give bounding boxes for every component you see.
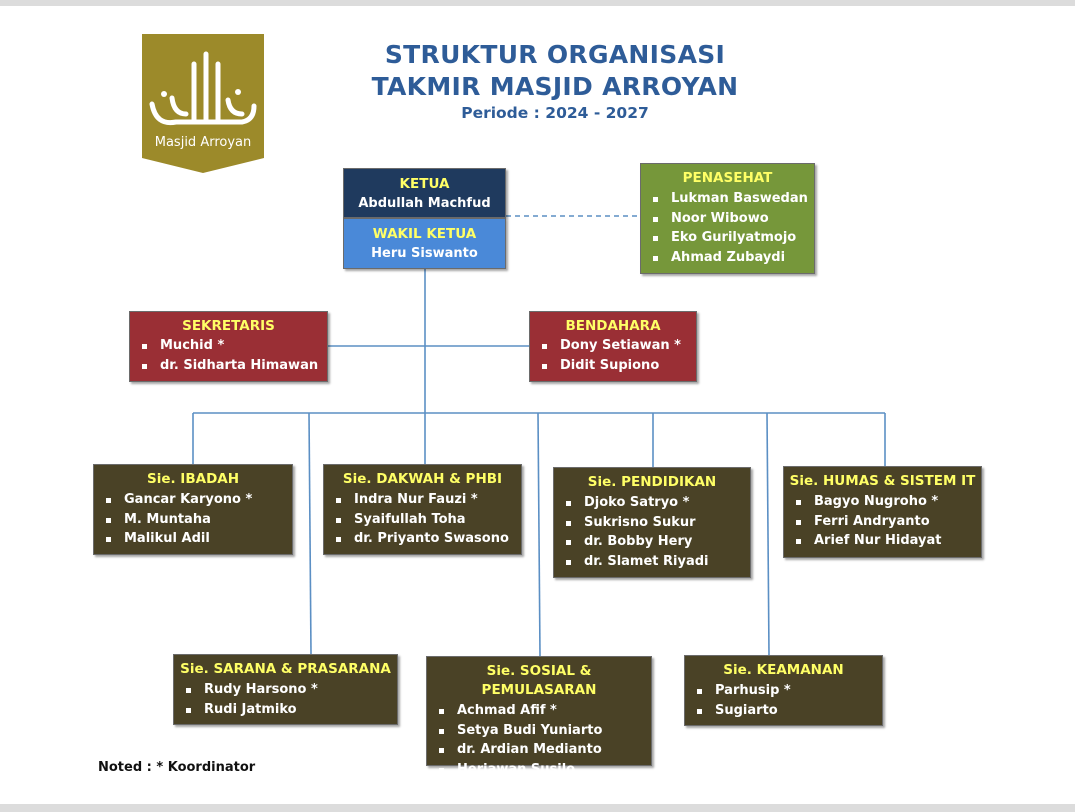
member-item: Didit Supiono: [530, 356, 696, 376]
page-edge-top: [0, 0, 1075, 6]
sie-ibadah-title: Sie. IBADAH: [146, 471, 240, 487]
sie-pendidikan-title: Sie. PENDIDIKAN: [587, 474, 717, 490]
member-item: Rudi Jatmiko: [174, 700, 397, 720]
period-label: Periode : 2024 - 2027: [461, 104, 649, 122]
title-line-1: STRUKTUR ORGANISASI: [384, 40, 726, 69]
member-item: Eko Gurilyatmojo: [641, 228, 814, 248]
sekretaris-title: SEKRETARIS: [182, 318, 275, 334]
member-item: dr. Bobby Hery: [554, 532, 750, 552]
sie-pendidikan-box: Sie. PENDIDIKAN Djoko Satryo * Sukrisno …: [553, 467, 751, 578]
sie-sarana-title: Sie. SARANA & PRASARANA: [180, 661, 391, 677]
member-item: Djoko Satryo *: [554, 493, 750, 513]
sie-humas-box: Sie. HUMAS & SISTEM IT Bagyo Nugroho * F…: [783, 466, 982, 558]
member-item: Setya Budi Yuniarto: [427, 721, 651, 741]
ketua-title: KETUA: [399, 176, 450, 192]
title-line-2: TAKMIR MASJID ARROYAN: [371, 72, 739, 101]
wakil-ketua-name: Heru Siswanto: [371, 246, 478, 261]
connector-keamanan: [766, 412, 770, 656]
member-item: dr. Ardian Medianto: [427, 740, 651, 760]
penasehat-title: PENASEHAT: [682, 170, 773, 186]
member-item: Lukman Baswedan: [641, 189, 814, 209]
ketua-box: KETUA Abdullah Machfud: [343, 168, 506, 218]
connector-sosial: [537, 412, 541, 657]
member-item: dr. Sidharta Himawan: [130, 356, 327, 376]
member-item: Sukrisno Sukur: [554, 513, 750, 533]
member-item: Indra Nur Fauzi *: [324, 490, 521, 510]
sie-keamanan-box: Sie. KEAMANAN Parhusip * Sugiarto: [684, 655, 883, 726]
member-item: Sugiarto: [685, 701, 882, 721]
member-item: dr. Slamet Riyadi: [554, 552, 750, 572]
member-item: Dony Setiawan *: [530, 336, 696, 356]
sie-ibadah-box: Sie. IBADAH Gancar Karyono * M. Muntaha …: [93, 464, 293, 555]
coordinator-note: Noted : * Koordinator: [98, 760, 256, 775]
member-item: Arief Nur Hidayat: [784, 531, 981, 551]
page-edge-bottom: [0, 804, 1075, 812]
sie-humas-title: Sie. HUMAS & SISTEM IT: [789, 473, 976, 489]
member-item: Gancar Karyono *: [94, 490, 292, 510]
member-item: Muchid *: [130, 336, 327, 356]
logo-caption: Masjid Arroyan: [154, 135, 252, 150]
bendahara-box: BENDAHARA Dony Setiawan * Didit Supiono: [529, 311, 697, 382]
member-item: Ahmad Zubaydi: [641, 248, 814, 268]
wakil-ketua-box: WAKIL KETUA Heru Siswanto: [343, 218, 506, 269]
sie-sosial-title: Sie. SOSIAL & PEMULASARAN: [481, 663, 597, 698]
member-item: Ferri Andryanto: [784, 512, 981, 532]
ketua-name: Abdullah Machfud: [358, 196, 491, 211]
bendahara-title: BENDAHARA: [565, 318, 661, 334]
member-item: Bagyo Nugroho *: [784, 492, 981, 512]
member-item: Syaifullah Toha: [324, 510, 521, 530]
member-item: Malikul Adil: [94, 529, 292, 549]
sie-dakwah-box: Sie. DAKWAH & PHBI Indra Nur Fauzi * Sya…: [323, 464, 522, 555]
member-item: Achmad Afif *: [427, 701, 651, 721]
member-item: Noor Wibowo: [641, 209, 814, 229]
masjid-logo-emblem: [142, 34, 264, 173]
sekretaris-box: SEKRETARIS Muchid * dr. Sidharta Himawan: [129, 311, 328, 382]
member-item: Parhusip *: [685, 681, 882, 701]
member-item: M. Muntaha: [94, 510, 292, 530]
wakil-ketua-title: WAKIL KETUA: [372, 226, 477, 242]
member-item: Rudy Harsono *: [174, 680, 397, 700]
sie-sosial-box: Sie. SOSIAL & PEMULASARAN Achmad Afif * …: [426, 656, 652, 777]
member-item: dr. Priyanto Swasono: [324, 529, 521, 549]
sie-sarana-box: Sie. SARANA & PRASARANA Rudy Harsono * R…: [173, 654, 398, 725]
sie-dakwah-title: Sie. DAKWAH & PHBI: [342, 471, 503, 487]
member-item: Heriawan Susilo: [427, 760, 651, 780]
masjid-logo: Masjid Arroyan: [142, 34, 264, 173]
penasehat-box: PENASEHAT Lukman Baswedan Noor Wibowo Ek…: [640, 163, 815, 274]
connector-sarana: [308, 412, 312, 655]
sie-keamanan-title: Sie. KEAMANAN: [723, 662, 844, 678]
